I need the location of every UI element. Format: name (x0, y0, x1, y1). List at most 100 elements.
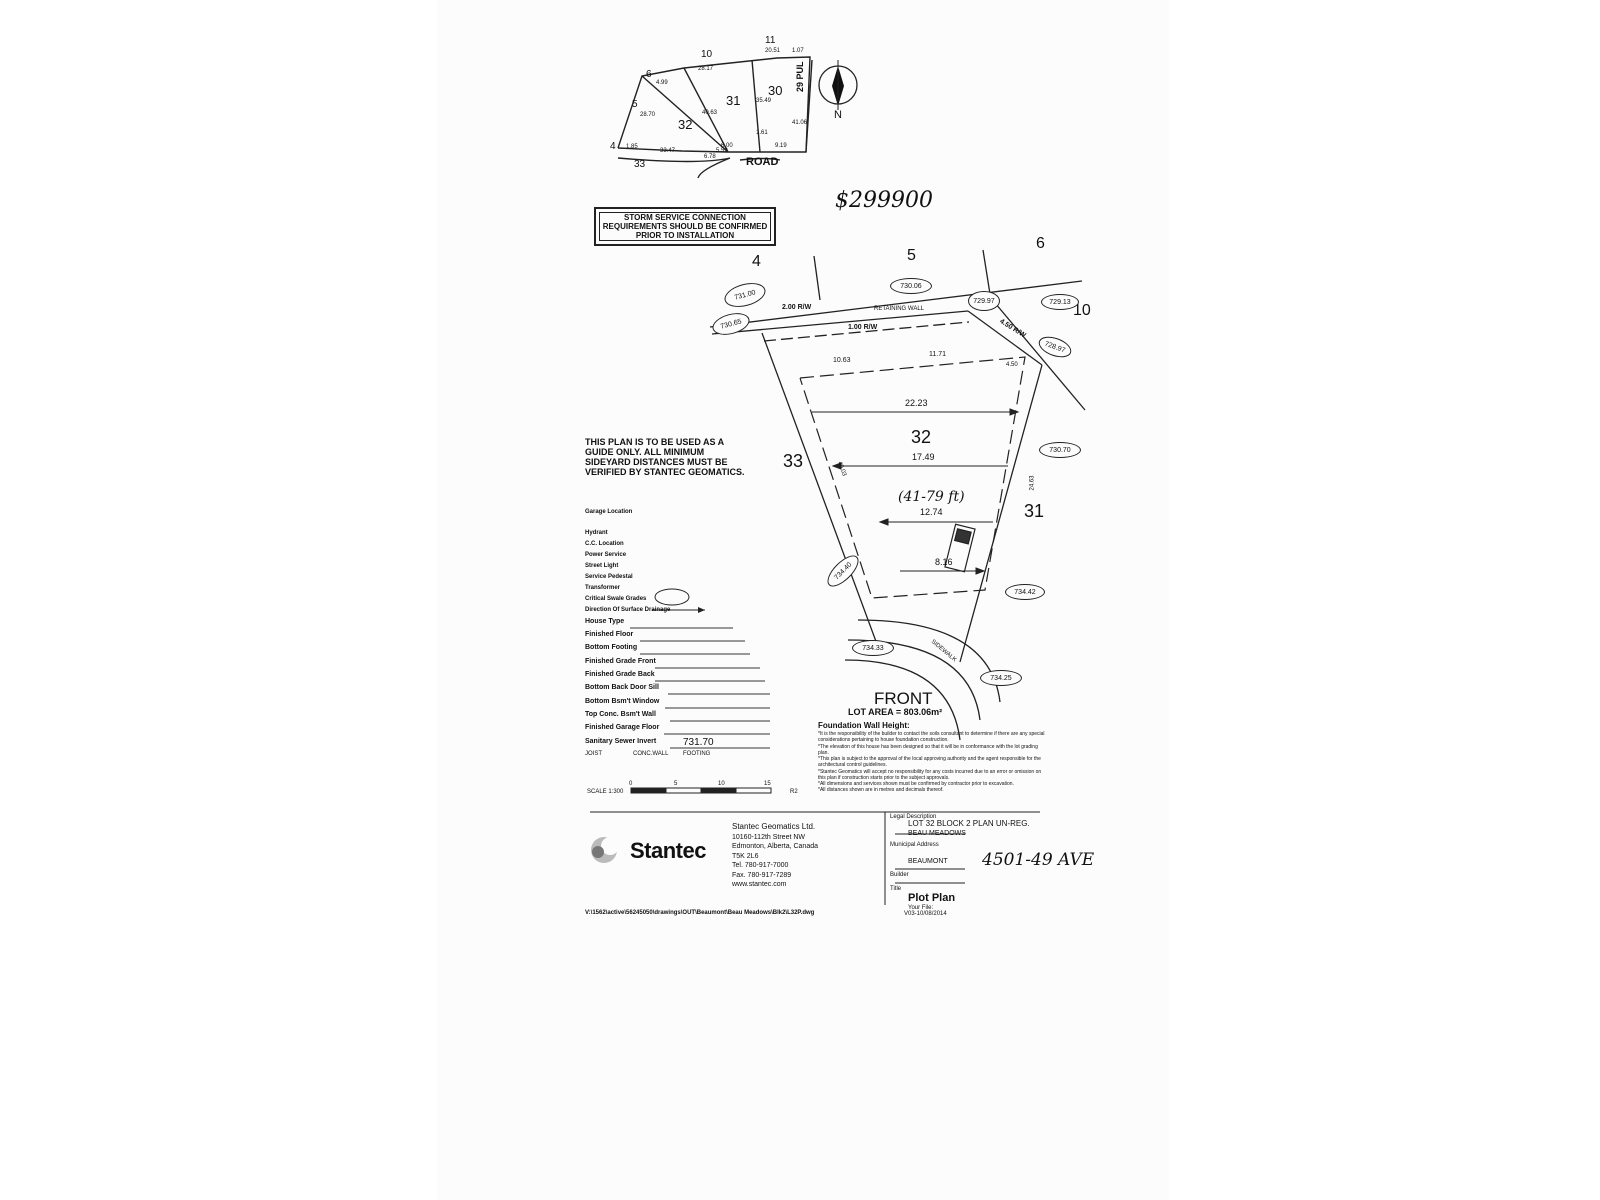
building-envelope (799, 356, 1026, 599)
scale-tick-0: 0 (629, 781, 633, 787)
handwritten-frontage: (41-79 ft) (898, 489, 965, 505)
plot-lot-31: 31 (1024, 501, 1045, 521)
keymap-dim-2: 20.51 (765, 48, 781, 54)
storm-line-3: PRIOR TO INSTALLATION (635, 231, 735, 241)
address-line-3: T5K 2L6 (732, 852, 759, 860)
north-arrow (818, 60, 858, 110)
keymap-lot-31: 31 (726, 93, 741, 108)
title-label: Title (890, 886, 902, 892)
legend-pedestal: Service Pedestal (585, 574, 633, 580)
key-map-lines (617, 56, 813, 179)
footing-label: FOOTING (683, 751, 711, 757)
scale-label: SCALE 1:300 (587, 789, 624, 795)
plan-date: V03-10/08/2014 (904, 911, 947, 917)
lot-boundary (709, 249, 1086, 741)
elevation-730-70: 730.70 (1039, 442, 1081, 458)
dim-11-71: 11.71 (929, 351, 946, 358)
concwall-label: CONC.WALL (633, 751, 669, 757)
legend-drainage: Direction Of Surface Drainage (585, 607, 671, 613)
joist-label: JOIST (585, 751, 603, 757)
keymap-pul: 29 PUL (795, 61, 805, 92)
storm-service-notice: STORM SERVICE CONNECTION REQUIREMENTS SH… (594, 207, 776, 246)
company-name: Stantec Geomatics Ltd. (732, 822, 816, 831)
address-line-2: Edmonton, Alberta, Canada (732, 843, 819, 851)
note-6: *All distances shown are in metres and d… (818, 787, 944, 794)
legend-power: Power Service (585, 552, 627, 558)
keymap-dim-14: 5.59 (716, 148, 728, 154)
note-4: *Stantec Geomatics will accept no respon… (818, 768, 1042, 781)
sewer-invert-value: 731.70 (683, 737, 714, 748)
lot-area: LOT AREA = 803.06m² (848, 707, 943, 717)
legend-hydrant: Hydrant (585, 530, 608, 536)
dim-10-63: 10.63 (833, 357, 851, 364)
field-bottom-footing: Bottom Footing (585, 644, 638, 651)
keymap-dim-3: 1.07 (792, 48, 804, 54)
field-grade-front: Finished Grade Front (585, 658, 656, 665)
legend-transformer: Transformer (585, 585, 621, 591)
foundation-notes: *It is the responsibility of the builder… (818, 731, 1048, 794)
dim-12-74: 12.74 (920, 507, 943, 517)
keymap-lot-30: 30 (768, 83, 783, 98)
dim-17-49: 17.49 (912, 452, 935, 462)
municipality: BEAUMONT (908, 858, 948, 865)
keymap-dim-15: 28.70 (640, 112, 656, 118)
builder-label: Builder (890, 872, 909, 878)
keymap-dim-9: 6.00 (721, 143, 733, 149)
guide-note: THIS PLAN IS TO BE USED AS A GUIDE ONLY.… (585, 437, 745, 477)
title-block-lines (590, 811, 1040, 905)
field-sewer-invert: Sanitary Sewer Invert (585, 738, 657, 745)
keymap-dim-8: 1.61 (756, 130, 768, 136)
rw-2m-label: 2.00 R/W (782, 304, 812, 311)
dim-22-23: 22.23 (905, 398, 928, 408)
field-conc-wall: Top Conc. Bsm't Wall (585, 711, 656, 718)
note-2: *The elevation of this house has been de… (818, 743, 1038, 756)
plot-lot-5: 5 (907, 247, 916, 264)
field-bsmt-window: Bottom Bsm't Window (585, 698, 660, 705)
plot-lot-6: 6 (1036, 235, 1045, 252)
revision-label: R2 (790, 789, 798, 795)
your-file-label: Your File: (908, 905, 934, 911)
address-line-1: 10160-112th Street NW (732, 833, 806, 841)
scale-tick-15: 15 (764, 781, 771, 787)
dimension-lines (812, 408, 1020, 575)
foundation-wall-height: Foundation Wall Height: (818, 721, 910, 730)
elevation-729-97: 729.97 (968, 291, 1000, 311)
company-web: www.stantec.com (732, 880, 787, 888)
subdivision-name: BEAU MEADOWS (908, 830, 966, 837)
keymap-lot-4: 4 (610, 141, 616, 152)
keymap-road: ROAD (746, 156, 779, 168)
scale-tick-5: 5 (674, 781, 678, 787)
scale-tick-10: 10 (718, 781, 725, 787)
keymap-dim-13: 6.78 (704, 154, 716, 160)
elevation-734-42: 734.42 (1005, 584, 1045, 600)
plot-plan-sheet (437, 0, 1169, 1200)
legal-description: LOT 32 BLOCK 2 PLAN UN-REG. (908, 819, 1030, 828)
drawing-file-path: V:\1562\active\56245050\drawings\OUT\Bea… (585, 910, 815, 916)
legal-description-label: Legal Description (890, 814, 937, 820)
keymap-dim-10: 9.19 (775, 143, 787, 149)
keymap-dim-11: 33.47 (660, 148, 676, 154)
plot-lot-10: 10 (1073, 302, 1091, 319)
municipal-address-label: Municipal Address (890, 842, 939, 848)
legend-swale: Critical Swale Grades (585, 596, 647, 602)
company-tel: Tel. 780-917-7000 (732, 862, 789, 870)
elevation-734-33: 734.33 (852, 640, 894, 656)
note-5: *All dimensions and services shown must … (818, 781, 1014, 787)
elevation-729-13: 729.13 (1041, 294, 1079, 310)
storm-line-2: REQUIREMENTS SHOULD BE CONFIRMED (602, 221, 768, 231)
keymap-dim-1: 28.17 (698, 66, 714, 72)
field-grade-back: Finished Grade Back (585, 671, 655, 678)
elevation-730-06: 730.06 (890, 278, 932, 294)
form-lines (630, 627, 770, 749)
field-back-door-sill: Bottom Back Door Sill (585, 684, 659, 691)
dim-8-16: 8.16 (935, 557, 953, 567)
swale-legend-ellipse (654, 588, 690, 606)
retaining-wall-label: RETAINING WALL (874, 306, 925, 312)
stantec-logo: Stantec (630, 838, 706, 863)
elevation-734-25: 734.25 (980, 670, 1022, 686)
company-address: Stantec Geomatics Ltd. 10160-112th Stree… (732, 822, 818, 889)
company-fax: Fax. 780-917-7289 (732, 871, 792, 879)
keymap-lot-10: 10 (701, 49, 713, 60)
field-finished-floor: Finished Floor (585, 631, 634, 638)
keymap-lot-5: 5 (632, 99, 638, 110)
